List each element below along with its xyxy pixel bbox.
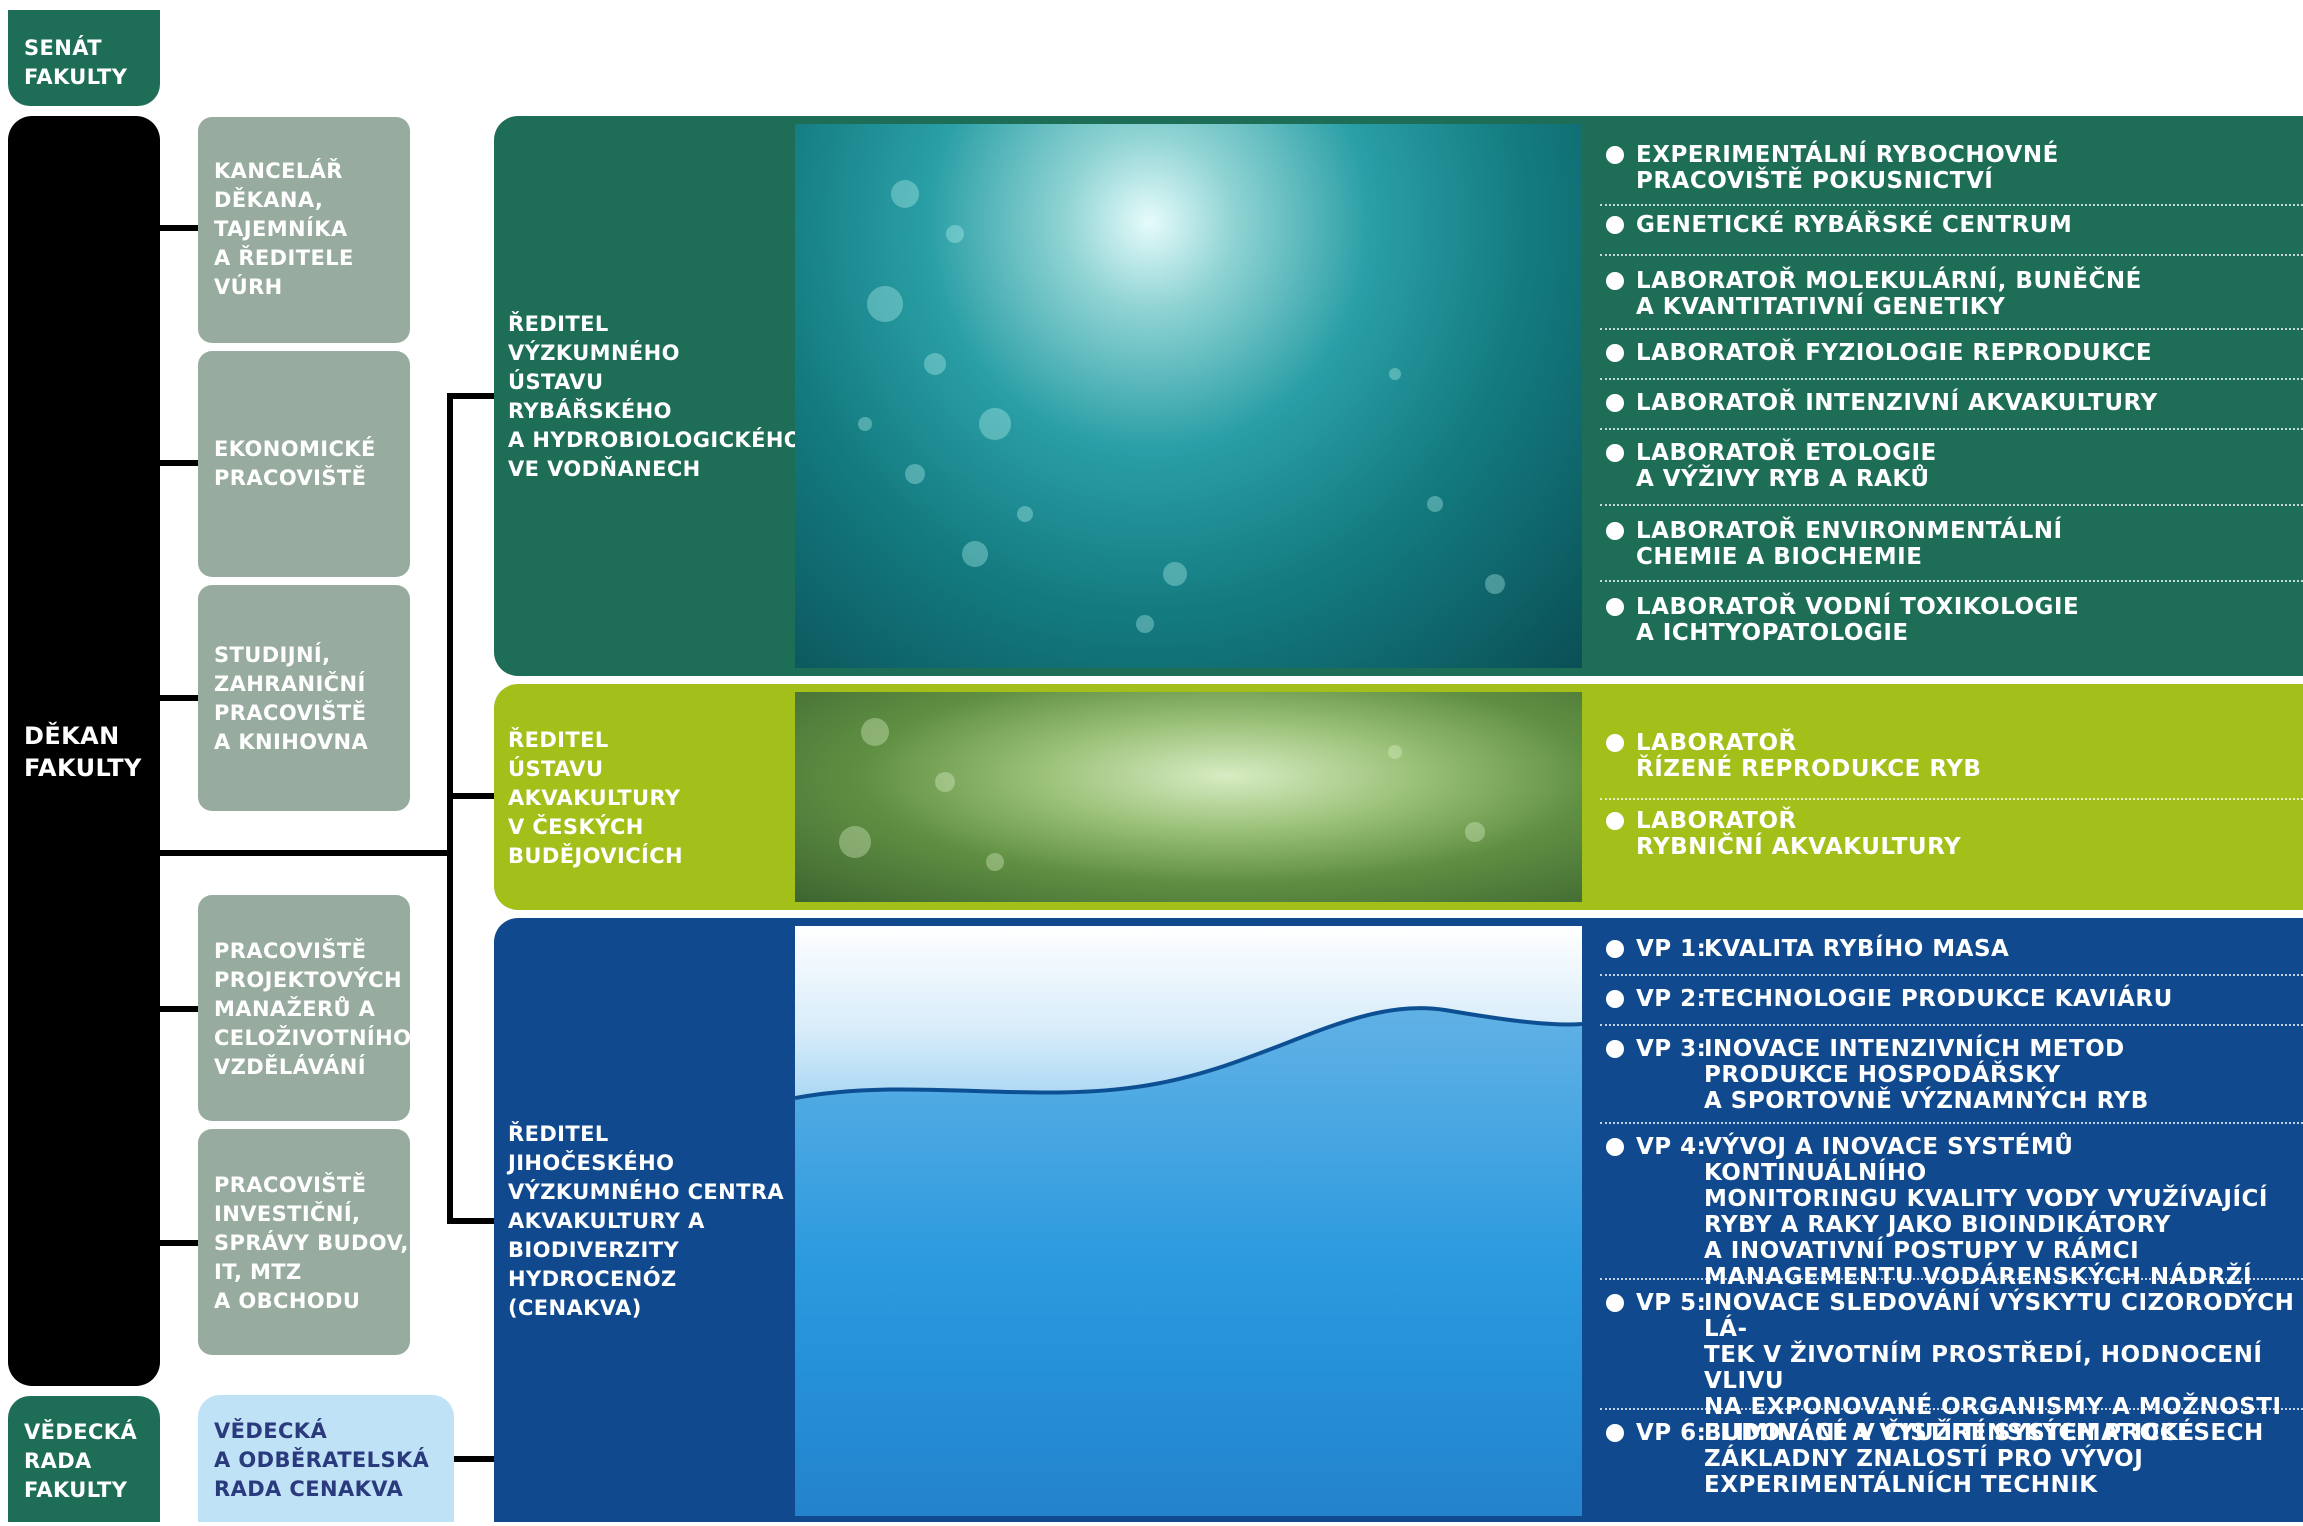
- unit-ekonomicke-box: EKONOMICKÉ PRACOVIŠTĚ: [198, 351, 410, 577]
- unit-ekonomicke-label: EKONOMICKÉ PRACOVIŠTĚ: [214, 437, 376, 490]
- vedecka-rada-fakulty-label: VĚDECKÁ RADA FAKULTY: [24, 1420, 138, 1502]
- list-item: VP 1:KVALITA RYBÍHO MASA: [1600, 934, 2303, 976]
- unit-vedecka-cenakva-box: VĚDECKÁ A ODBĚRATELSKÁ RADA CENAKVA: [198, 1395, 454, 1522]
- unit-projektovi-label: PRACOVIŠTĚ PROJEKTOVÝCH MANAŽERŮ A CELOŽ…: [214, 939, 412, 1079]
- bullet-icon: [1606, 598, 1624, 616]
- list-item: VP 6:BUDOVÁNÍ A VYUŽITÍ SYSTEMATICKÉ ZÁK…: [1600, 1410, 2303, 1506]
- bullet-icon: [1606, 812, 1624, 830]
- list-item: LABORATOŘ MOLEKULÁRNÍ, BUNĚČNÉ A KVANTIT…: [1600, 256, 2303, 330]
- bullet-icon: [1606, 344, 1624, 362]
- vedecka-rada-fakulty-box: VĚDECKÁ RADA FAKULTY: [8, 1396, 160, 1522]
- institute-cenakva-title: ŘEDITEL JIHOČESKÉHO VÝZKUMNÉHO CENTRA AK…: [508, 1122, 785, 1320]
- dekan-fakulty-label: DĚKAN FAKULTY: [24, 722, 142, 782]
- list-item: VP 5:INOVACE SLEDOVÁNÍ VÝSKYTU CIZORODÝC…: [1600, 1280, 2303, 1446]
- bullet-icon: [1606, 1424, 1624, 1442]
- photo-water-surface: [795, 926, 1582, 1516]
- list-item: LABORATOŘ ETOLOGIE A VÝŽIVY RYB A RAKŮ: [1600, 430, 2303, 506]
- connector-vertical-trunk: [447, 393, 453, 1224]
- bullet-icon: [1606, 940, 1624, 958]
- senat-fakulty-box: SENÁT FAKULTY: [8, 10, 160, 106]
- list-item: LABORATOŘ FYZIOLOGIE REPRODUKCE: [1600, 330, 2303, 380]
- institute-vodnany-title: ŘEDITEL VÝZKUMNÉHO ÚSTAVU RYBÁŘSKÉHO A H…: [508, 312, 803, 481]
- connector-projektovi: [160, 1006, 198, 1012]
- unit-investicni-box: PRACOVIŠTĚ INVESTIČNÍ, SPRÁVY BUDOV, IT,…: [198, 1129, 410, 1355]
- unit-studijni-box: STUDIJNÍ, ZAHRANIČNÍ PRACOVIŠTĚ A KNIHOV…: [198, 585, 410, 811]
- institute-cenakva-list: VP 1:KVALITA RYBÍHO MASA VP 2:TECHNOLOGI…: [1600, 934, 2303, 1506]
- connector-main-horizontal: [160, 850, 452, 856]
- bullet-icon: [1606, 1294, 1624, 1312]
- bullet-icon: [1606, 522, 1624, 540]
- list-item: LABORATOŘ ENVIRONMENTÁLNÍ CHEMIE A BIOCH…: [1600, 506, 2303, 582]
- connector-investicni: [160, 1240, 198, 1246]
- photo-green-bubbles: [795, 692, 1582, 902]
- connector-institute-3: [447, 1218, 495, 1224]
- unit-vedecka-cenakva-label: VĚDECKÁ A ODBĚRATELSKÁ RADA CENAKVA: [214, 1419, 430, 1501]
- list-item: LABORATOŘ VODNÍ TOXIKOLOGIE A ICHTYOPATO…: [1600, 582, 2303, 646]
- connector-institute-2: [447, 793, 495, 799]
- connector-cenakva-rada: [454, 1456, 495, 1462]
- bullet-icon: [1606, 272, 1624, 290]
- list-item: GENETICKÉ RYBÁŘSKÉ CENTRUM: [1600, 206, 2303, 256]
- unit-kancelar-label: KANCELÁŘ DĚKANA, TAJEMNÍKA A ŘEDITELE VÚ…: [214, 159, 354, 299]
- list-item: LABORATOŘ INTENZIVNÍ AKVAKULTURY: [1600, 380, 2303, 430]
- list-item: VP 3:INOVACE INTENZIVNÍCH METOD PRODUKCE…: [1600, 1026, 2303, 1124]
- unit-studijni-label: STUDIJNÍ, ZAHRANIČNÍ PRACOVIŠTĚ A KNIHOV…: [214, 643, 369, 754]
- bullet-icon: [1606, 1040, 1624, 1058]
- connector-ekonomicke: [160, 460, 198, 466]
- bullet-icon: [1606, 146, 1624, 164]
- connector-studijni: [160, 695, 198, 701]
- bullet-icon: [1606, 444, 1624, 462]
- institute-budejovice-list: LABORATOŘ ŘÍZENÉ REPRODUKCE RYB LABORATO…: [1600, 730, 2303, 864]
- unit-investicni-label: PRACOVIŠTĚ INVESTIČNÍ, SPRÁVY BUDOV, IT,…: [214, 1173, 409, 1313]
- institute-budejovice-title: ŘEDITEL ÚSTAVU AKVAKULTURY V ČESKÝCH BUD…: [508, 728, 684, 868]
- institute-vodnany-list: EXPERIMENTÁLNÍ RYBOCHOVNÉ PRACOVIŠTĚ POK…: [1600, 142, 2303, 646]
- list-item: LABORATOŘ ŘÍZENÉ REPRODUKCE RYB: [1600, 730, 2303, 800]
- bullet-icon: [1606, 990, 1624, 1008]
- list-item: VP 2:TECHNOLOGIE PRODUKCE KAVIÁRU: [1600, 976, 2303, 1026]
- photo-underwater-bubbles: [795, 124, 1582, 668]
- list-item: LABORATOŘ RYBNIČNÍ AKVAKULTURY: [1600, 800, 2303, 864]
- bullet-icon: [1606, 734, 1624, 752]
- bullet-icon: [1606, 1138, 1624, 1156]
- list-item: VP 4:VÝVOJ A INOVACE SYSTÉMŮ KONTINUÁLNÍ…: [1600, 1124, 2303, 1290]
- list-item: EXPERIMENTÁLNÍ RYBOCHOVNÉ PRACOVIŠTĚ POK…: [1600, 142, 2303, 206]
- bullet-icon: [1606, 216, 1624, 234]
- connector-kancelar: [160, 225, 198, 231]
- unit-kancelar-box: KANCELÁŘ DĚKANA, TAJEMNÍKA A ŘEDITELE VÚ…: [198, 117, 410, 343]
- senat-fakulty-label: SENÁT FAKULTY: [24, 36, 128, 89]
- bullet-icon: [1606, 394, 1624, 412]
- dekan-fakulty-box: DĚKAN FAKULTY: [8, 116, 160, 1386]
- connector-institute-1: [447, 393, 495, 399]
- unit-projektovi-box: PRACOVIŠTĚ PROJEKTOVÝCH MANAŽERŮ A CELOŽ…: [198, 895, 412, 1121]
